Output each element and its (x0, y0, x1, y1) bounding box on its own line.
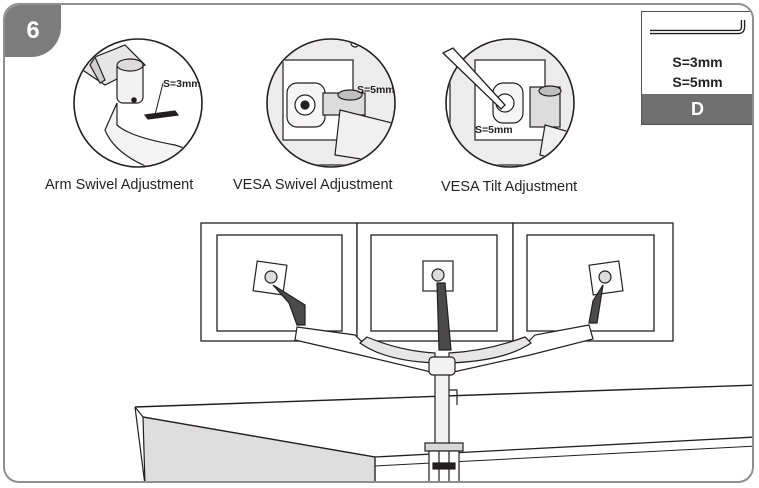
vesa-tilt-detail: S=5mm (441, 38, 575, 168)
tool-size-5mm: S=5mm (672, 74, 723, 90)
step-number-badge: 6 (5, 5, 61, 57)
vesa-swivel-detail: S=5mm (266, 38, 396, 168)
instruction-panel: 6 S=3mm (3, 3, 754, 483)
caption-vesa-swivel: VESA Swivel Adjustment (233, 177, 393, 193)
size-label-1: S=3mm (163, 78, 201, 90)
caption-vesa-tilt: VESA Tilt Adjustment (441, 179, 578, 195)
monitor-arms (272, 282, 604, 376)
arm-swivel-detail: S=3mm (73, 38, 203, 168)
tool-legend-box: S=3mm S=5mm D (641, 11, 752, 125)
size-label-3: S=5mm (475, 124, 513, 136)
size-label-2: S=5mm (357, 84, 395, 96)
tool-size-3mm: S=3mm (672, 54, 723, 70)
caption-arm-swivel: Arm Swivel Adjustment (45, 177, 194, 193)
tool-letter-label: D (642, 94, 752, 124)
hex-key-icon (650, 20, 746, 35)
pole-and-clamp (424, 364, 464, 481)
assembly-illustration: S=3mm S=5mm (73, 38, 752, 481)
